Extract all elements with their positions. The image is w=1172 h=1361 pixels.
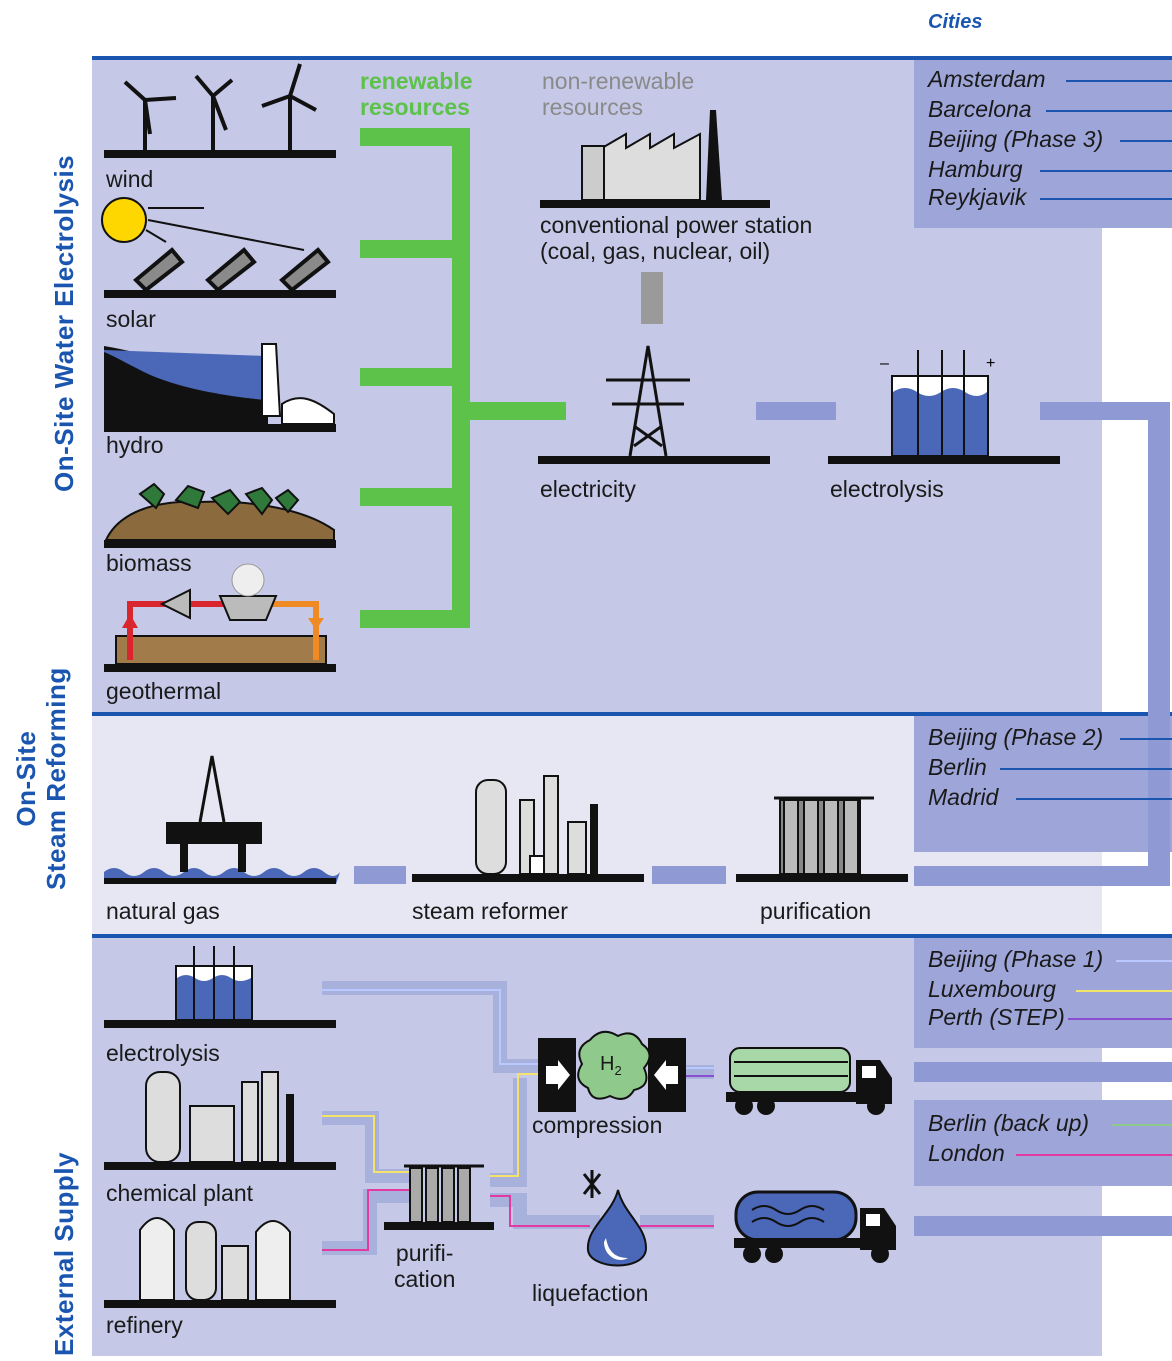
section-divider-top: [92, 56, 1172, 60]
leader-barcelona: [1046, 110, 1172, 112]
wind-label: wind: [106, 166, 154, 192]
city-luxembourg: Luxembourg: [928, 976, 1056, 1002]
city-berlin: Berlin: [928, 754, 987, 780]
nonrenewable-label-line1: non-renewable: [542, 68, 695, 94]
biomass-label: biomass: [106, 550, 192, 576]
renewable-label-line1: renewable: [360, 68, 473, 94]
liquefaction-icon: [582, 1170, 648, 1267]
small-purification-label-line2: cation: [394, 1266, 456, 1293]
external-electrolysis-icon: [104, 946, 336, 1028]
h2-symbol: H: [600, 1053, 615, 1075]
leader-amsterdam: [1066, 80, 1172, 82]
geothermal-icon: [104, 563, 336, 672]
city-madrid: Madrid: [928, 784, 999, 810]
leader-hamburg: [1040, 170, 1172, 172]
city-box-electrolysis: [914, 60, 1172, 228]
leader-reykjavik: [1040, 198, 1172, 200]
city-box-external-a: [914, 938, 1172, 1048]
cities-header: Cities: [928, 11, 983, 33]
small-purification-icon: [384, 1164, 494, 1230]
leader-london: [1016, 1154, 1172, 1156]
hydro-label: hydro: [106, 432, 164, 458]
leader-beijing-phase1: [1116, 960, 1172, 962]
leader-beijing-phase3: [1120, 140, 1172, 142]
liquefaction-label: liquefaction: [532, 1280, 649, 1306]
section-title-external: External Supply: [49, 1152, 79, 1356]
electrolysis-label: electrolysis: [830, 476, 944, 502]
svg-text:+: +: [986, 355, 995, 372]
external-colored-lines: [322, 989, 714, 1251]
city-barcelona: Barcelona: [928, 96, 1032, 122]
oil-platform-icon: [104, 755, 340, 884]
svg-text:–: –: [880, 355, 889, 372]
city-beijing-phase1: Beijing (Phase 1): [928, 946, 1104, 972]
city-reykjavik: Reykjavik: [928, 184, 1027, 210]
hydro-icon: [104, 343, 336, 432]
h2-subscript: 2: [614, 1063, 622, 1078]
city-hamburg: Hamburg: [928, 156, 1023, 182]
section-title-reforming: On-Site Steam Reforming: [11, 667, 72, 890]
solar-icon: [101, 197, 336, 298]
nonrenewable-connector: [641, 272, 663, 324]
section-divider-bottom: [92, 934, 1172, 938]
wind-icon: [104, 63, 336, 158]
steam-reformer-icon: [412, 775, 644, 882]
city-london: London: [928, 1140, 1005, 1166]
steam-reformer-label: steam reformer: [412, 898, 568, 924]
city-beijing-phase3: Beijing (Phase 3): [928, 126, 1104, 152]
city-berlin-backup: Berlin (back up): [928, 1110, 1090, 1136]
refinery-icon: [104, 1217, 336, 1308]
refinery-label: refinery: [106, 1312, 183, 1338]
power-station-label-line1: conventional power station: [540, 212, 813, 238]
city-box-external-b: [914, 1100, 1172, 1186]
renewable-connector: [360, 128, 566, 628]
nonrenewable-label-line2: resources: [542, 94, 643, 121]
renewable-label: renewable resources: [360, 68, 473, 121]
chemical-plant-label: chemical plant: [106, 1180, 254, 1206]
nonrenewable-label: non-renewable resources: [542, 68, 694, 121]
external-electrolysis-label: electrolysis: [106, 1040, 220, 1066]
small-purification-label: purifi- cation: [394, 1240, 455, 1293]
natural-gas-label: natural gas: [106, 898, 220, 924]
leader-perth: [1068, 1018, 1172, 1020]
compression-label: compression: [532, 1112, 663, 1138]
electrolysis-tank-icon: – +: [828, 350, 1060, 464]
section-title-reforming-line1: On-Site: [11, 730, 41, 827]
liquid-truck-icon: [734, 1190, 896, 1263]
leader-luxembourg: [1076, 990, 1172, 992]
leader-berlin: [1000, 768, 1172, 770]
section-title-electrolysis: On-Site Water Electrolysis: [49, 154, 79, 492]
renewable-label-line2: resources: [360, 94, 470, 121]
chemical-plant-icon: [104, 1071, 336, 1170]
h2-label: H2: [600, 1054, 622, 1077]
hydrogen-pipes: [354, 402, 1172, 1236]
biomass-icon: [104, 482, 336, 548]
section-title-reforming-line2: Steam Reforming: [40, 667, 71, 890]
power-station-label: conventional power station (coal, gas, n…: [540, 212, 812, 265]
purification-label: purification: [760, 898, 872, 924]
leader-berlin-backup: [1112, 1124, 1172, 1126]
gas-truck-icon: [726, 1047, 892, 1115]
power-station-label-line2: (coal, gas, nuclear, oil): [540, 238, 771, 265]
solar-label: solar: [106, 306, 156, 332]
leader-madrid: [1016, 798, 1172, 800]
city-amsterdam: Amsterdam: [928, 66, 1046, 92]
city-perth: Perth (STEP): [928, 1004, 1065, 1030]
section-divider-middle: [92, 712, 1172, 716]
geothermal-label: geothermal: [106, 678, 222, 704]
purification-icon: [736, 796, 908, 882]
leader-beijing-phase2: [1120, 738, 1172, 740]
compression-icon: [538, 1030, 686, 1112]
city-beijing-phase2: Beijing (Phase 2): [928, 724, 1104, 750]
power-station-icon: [540, 110, 770, 208]
electricity-label: electricity: [540, 476, 636, 502]
small-purification-label-line1: purifi-: [395, 1240, 454, 1266]
pylon-icon: [538, 345, 770, 464]
